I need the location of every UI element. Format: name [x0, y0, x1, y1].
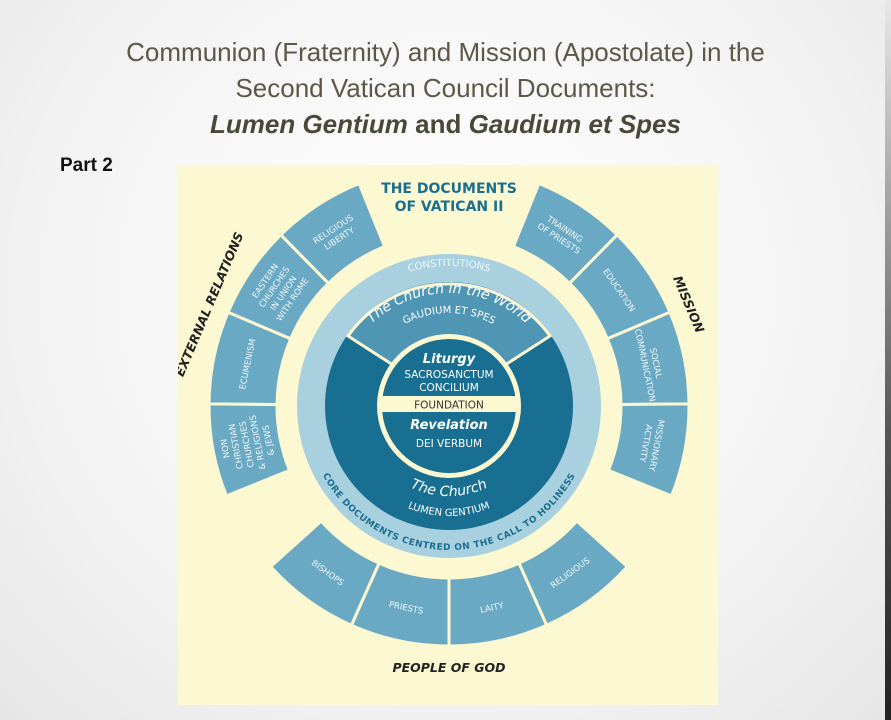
constitutions-label: CONSTITUTIONS: [406, 258, 491, 275]
segment-bishops: [268, 518, 382, 628]
segment-laity-label: LAITY: [479, 601, 505, 616]
part-label: Part 2: [60, 155, 113, 176]
slide-title-line-1: Communion (Fraternity) and Mission (Apos…: [126, 37, 765, 67]
segment-missionary-activity: [606, 402, 691, 498]
diagram-title-line-1: THE DOCUMENTS: [381, 181, 517, 197]
slide-title-line-2: Second Vatican Council Documents:: [235, 73, 656, 103]
diagram-title-line-2: OF VATICAN II: [395, 199, 504, 215]
liturgy-label: Liturgy: [423, 352, 476, 367]
slide-title-line-3: Lumen Gentium and Gaudium et Spes: [0, 106, 891, 142]
lumen-gentium-title: Lumen Gentium: [210, 109, 408, 139]
slide-edge-bar: [885, 0, 891, 720]
revelation-label: Revelation: [410, 418, 488, 433]
and-text: and: [407, 109, 469, 139]
the-church-label: The Church: [409, 476, 490, 500]
dei-verbum-label: DEI VERBUM: [416, 438, 482, 450]
segment-religious-liberty: [278, 181, 387, 286]
foundation-band: [378, 396, 520, 412]
foundation-label: FOUNDATION: [414, 400, 484, 412]
group-label-people-of-god: PEOPLE OF GOD: [392, 660, 505, 675]
concilium-label: CONCILIUM: [419, 382, 479, 394]
vatican-ii-documents-diagram: NONCHRISTIANCHURCHES& RELIGIONS& JEWSECU…: [178, 165, 718, 705]
segment-label-line: NON: [219, 438, 232, 459]
segment-label-line: LAITY: [479, 601, 505, 616]
sacrosanctum-label: SACROSANCTUM: [404, 369, 493, 381]
gaudium-et-spes-title: Gaudium et Spes: [468, 109, 681, 139]
